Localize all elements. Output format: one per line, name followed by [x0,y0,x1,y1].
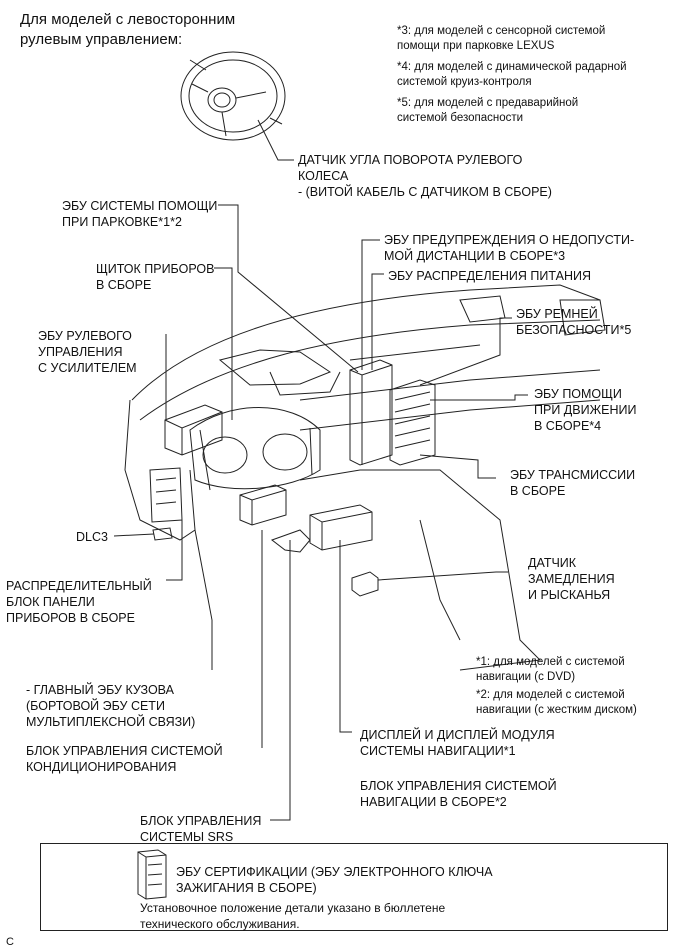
label-parking-assist-ecu: ЭБУ СИСТЕМЫ ПОМОЩИ ПРИ ПАРКОВКЕ*1*2 [62,199,218,229]
steering-wheel-drawing [180,51,286,141]
dashboard-drawing [124,284,606,671]
note-star-1: *1: для моделей с системой навигации (с … [476,656,625,683]
certification-ecu-drawing [137,849,167,900]
label-ac-control: БЛОК УПРАВЛЕНИЯ СИСТЕМОЙ КОНДИЦИОНИРОВАН… [26,744,223,774]
label-certification-ecu: ЭБУ СЕРТИФИКАЦИИ (ЭБУ ЭЛЕКТРОННОГО КЛЮЧА… [176,865,493,895]
label-power-steering-ecu: ЭБУ РУЛЕВОГО УПРАВЛЕНИЯ С УСИЛИТЕЛЕМ [38,329,137,375]
note-star-2: *2: для моделей с системой навигации (с … [476,689,637,716]
label-seatbelt-ecu: ЭБУ РЕМНЕЙ БЕЗОПАСНОСТИ*5 [516,307,632,337]
leader-lines [113,119,528,821]
label-yaw-rate-sensor: ДАТЧИК ЗАМЕДЛЕНИЯ И РЫСКАНЬЯ [528,556,615,602]
label-junction-block: РАСПРЕДЕЛИТЕЛЬНЫЙ БЛОК ПАНЕЛИ ПРИБОРОВ В… [6,579,152,625]
certification-ecu-note: Установочное положение детали указано в … [140,901,446,931]
note-star-3: *3: для моделей с сенсорной системой пом… [397,25,606,52]
note-star-5: *5: для моделей с предаварийной системой… [397,97,579,124]
label-transmission-ecu: ЭБУ ТРАНСМИССИИ В СБОРЕ [510,468,636,498]
label-dlc3: DLC3 [76,530,108,544]
label-instrument-cluster: ЩИТОК ПРИБОРОВ В СБОРЕ [96,262,215,292]
label-srs-control: БЛОК УПРАВЛЕНИЯ СИСТЕМЫ SRS [140,814,262,844]
label-distance-warning-ecu: ЭБУ ПРЕДУПРЕЖДЕНИЯ О НЕДОПУСТИ- МОЙ ДИСТ… [384,233,635,263]
label-nav-display: ДИСПЛЕЙ И ДИСПЛЕЙ МОДУЛЯ СИСТЕМЫ НАВИГАЦ… [360,728,555,758]
label-nav-control: БЛОК УПРАВЛЕНИЯ СИСТЕМОЙ НАВИГАЦИИ В СБО… [360,779,557,809]
label-driving-support-ecu: ЭБУ ПОМОЩИ ПРИ ДВИЖЕНИИ В СБОРЕ*4 [534,387,637,433]
label-main-body-ecu: - ГЛАВНЫЙ ЭБУ КУЗОВА (БОРТОВОЙ ЭБУ СЕТИ … [26,683,196,729]
label-power-distribution-ecu: ЭБУ РАСПРЕДЕЛЕНИЯ ПИТАНИЯ [388,269,591,283]
page-header: Для моделей с левосторонним рулевым упра… [20,11,236,48]
label-steering-angle-sensor: ДАТЧИК УГЛА ПОВОРОТА РУЛЕВОГО КОЛЕСА - (… [298,153,552,199]
certification-ecu-box [40,843,668,931]
footer-mark: C [6,936,14,948]
note-star-4: *4: для моделей с динамической радарной … [397,61,627,88]
